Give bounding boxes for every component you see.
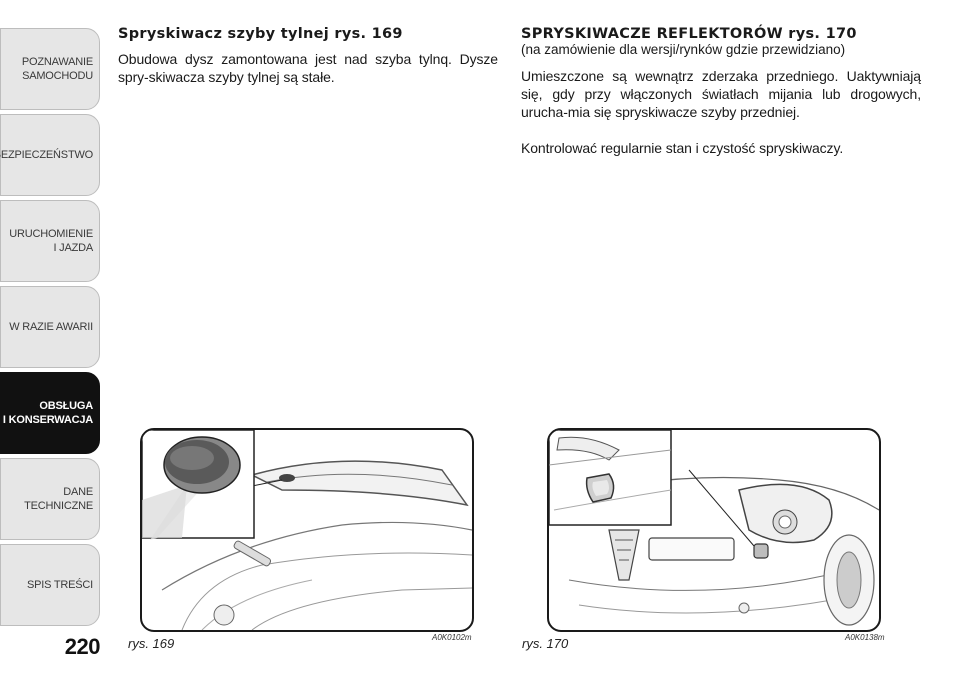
figure-169-caption: rys. 169	[128, 636, 175, 651]
tab-bezpieczenstwo[interactable]: BEZPIECZEŃSTWO	[0, 114, 100, 196]
figure-170-code: A0K0138m	[845, 633, 885, 642]
figure-170	[547, 428, 881, 632]
tab-dane-techniczne[interactable]: DANE TECHNICZNE	[0, 458, 100, 540]
left-column: Spryskiwacz szyby tylnej rys. 169 Obudow…	[118, 26, 498, 104]
figure-169-code: A0K0102m	[432, 633, 472, 642]
tab-label: URUCHOMIENIE I JAZDA	[9, 228, 93, 254]
headlight-washer-paragraph-1: Umieszczone są wewnątrz zderzaka przedni…	[521, 68, 921, 120]
figure-169	[140, 428, 474, 632]
tab-label: BEZPIECZEŃSTWO	[0, 149, 93, 161]
rear-washer-paragraph: Obudowa dysz zamontowana jest nad szyba …	[118, 51, 498, 85]
optional-equipment-note: (na zamówienie dla wersji/rynków gdzie p…	[521, 42, 846, 57]
figure-170-caption: rys. 170	[522, 636, 569, 651]
section-heading-headlight-washers: SPRYSKIWACZE REFLEKTORÓW rys. 170	[521, 26, 857, 42]
tab-label: OBSŁUGA I KONSERWACJA	[2, 400, 93, 426]
tab-label: POZNAWANIE SAMOCHODU	[21, 56, 93, 82]
tab-spis-tresci[interactable]: SPIS TREŚCI	[0, 544, 100, 626]
tab-uruchomienie-i-jazda[interactable]: URUCHOMIENIE I JAZDA	[0, 200, 100, 282]
tab-w-razie-awarii[interactable]: W RAZIE AWARII	[0, 286, 100, 368]
page-number: 220	[64, 634, 101, 659]
tab-label: DANE TECHNICZNE	[24, 486, 93, 512]
right-column: SPRYSKIWACZE REFLEKTORÓW rys. 170 (na za…	[521, 26, 921, 175]
tab-label: SPIS TREŚCI	[26, 579, 93, 591]
tab-obsluga-i-konserwacja[interactable]: OBSŁUGA I KONSERWACJA	[0, 372, 100, 454]
tab-label: W RAZIE AWARII	[9, 321, 93, 333]
rear-washer-nozzle-illustration	[142, 430, 472, 630]
section-heading-rear-washer: Spryskiwacz szyby tylnej rys. 169	[118, 26, 403, 42]
tab-poznawanie-samochodu[interactable]: POZNAWANIE SAMOCHODU	[0, 28, 100, 110]
headlight-washer-illustration	[549, 430, 879, 626]
headlight-washer-paragraph-2: Kontrolować regularnie stan i czystość s…	[521, 140, 844, 156]
